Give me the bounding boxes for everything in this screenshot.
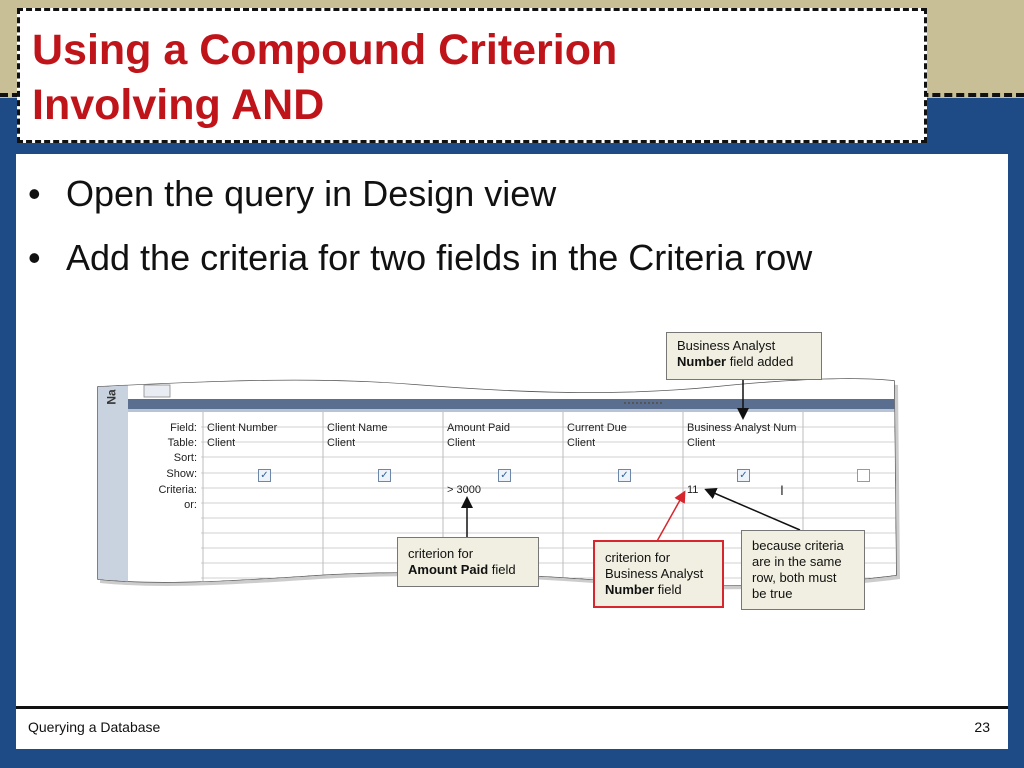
- callout-text: Business Analyst: [677, 338, 776, 353]
- field-cell-amount-paid[interactable]: Amount Paid: [447, 422, 510, 434]
- callout-text: are in the same: [752, 554, 842, 569]
- callout-field-added: Business Analyst Number field added: [666, 332, 822, 380]
- row-label-or: or:: [184, 499, 197, 511]
- criteria-cell-business-analyst-number[interactable]: 11: [687, 484, 699, 496]
- footer-title: Querying a Database: [28, 719, 161, 735]
- row-label-field: Field:: [170, 422, 197, 434]
- callout-amount-paid-criterion: criterion for Amount Paid field: [397, 537, 539, 587]
- callout-text: field added: [726, 354, 794, 369]
- callout-bold-text: Number: [677, 354, 727, 369]
- footer-divider: [16, 706, 1008, 709]
- table-cell[interactable]: Client: [207, 437, 236, 449]
- row-label-show: Show:: [166, 468, 197, 480]
- show-checkbox[interactable]: ✓: [378, 469, 391, 482]
- field-cell-client-name[interactable]: Client Name: [327, 422, 388, 434]
- title-line-1: Using a Compound Criterion: [32, 26, 618, 74]
- criteria-cell-amount-paid[interactable]: > 3000: [447, 484, 481, 496]
- table-cell[interactable]: Client: [447, 437, 476, 449]
- callout-business-analyst-criterion: criterion for Business Analyst Number fi…: [593, 540, 724, 608]
- field-cell-client-number[interactable]: Client Number: [207, 422, 278, 434]
- title-line-2: Involving AND: [32, 81, 325, 129]
- callout-and-explanation: because criteria are in the same row, bo…: [741, 530, 865, 610]
- field-cell-business-analyst-number[interactable]: Business Analyst Num: [687, 422, 797, 434]
- footer: Querying a Database 23: [16, 709, 1008, 749]
- callout-text: field: [654, 582, 682, 597]
- callout-bold-text: Number: [605, 582, 655, 597]
- show-checkbox[interactable]: ✓: [737, 469, 750, 482]
- callout-text: field: [488, 562, 516, 577]
- callout-arrows: [461, 380, 801, 544]
- slide-title: Using a Compound Criterion Involving AND: [32, 23, 617, 133]
- query-design-grid: Na Field: Table: Sort: Show: Criteria: o…: [96, 375, 896, 590]
- row-label-sort: Sort:: [173, 452, 197, 464]
- callout-bold-text: Amount Paid: [408, 562, 489, 577]
- text-cursor-icon: I: [780, 482, 784, 498]
- callout-text: Business Analyst: [605, 566, 704, 581]
- callout-text: because criteria: [752, 538, 844, 553]
- show-checkbox[interactable]: ✓: [498, 469, 511, 482]
- field-cell-current-due[interactable]: Current Due: [567, 422, 627, 434]
- row-label-table: Table:: [167, 437, 197, 449]
- callout-text: be true: [752, 586, 793, 601]
- table-cell[interactable]: Client: [327, 437, 356, 449]
- callout-text: criterion for: [605, 550, 671, 565]
- bullet-item: Open the query in Design view: [28, 162, 812, 226]
- bullet-list: Open the query in Design view Add the cr…: [28, 162, 812, 290]
- show-checkbox[interactable]: ✓: [258, 469, 271, 482]
- bullet-item: Add the criteria for two fields in the C…: [28, 226, 812, 290]
- callout-text: criterion for: [408, 546, 474, 561]
- table-cell[interactable]: Client: [567, 437, 596, 449]
- table-cell[interactable]: Client: [687, 437, 716, 449]
- row-label-criteria: Criteria:: [158, 484, 197, 496]
- title-box: Using a Compound Criterion Involving AND: [17, 8, 927, 143]
- show-checkbox[interactable]: ✓: [618, 469, 631, 482]
- page-number: 23: [974, 719, 990, 735]
- show-checkbox[interactable]: [857, 469, 870, 482]
- callout-text: row, both must: [752, 570, 837, 585]
